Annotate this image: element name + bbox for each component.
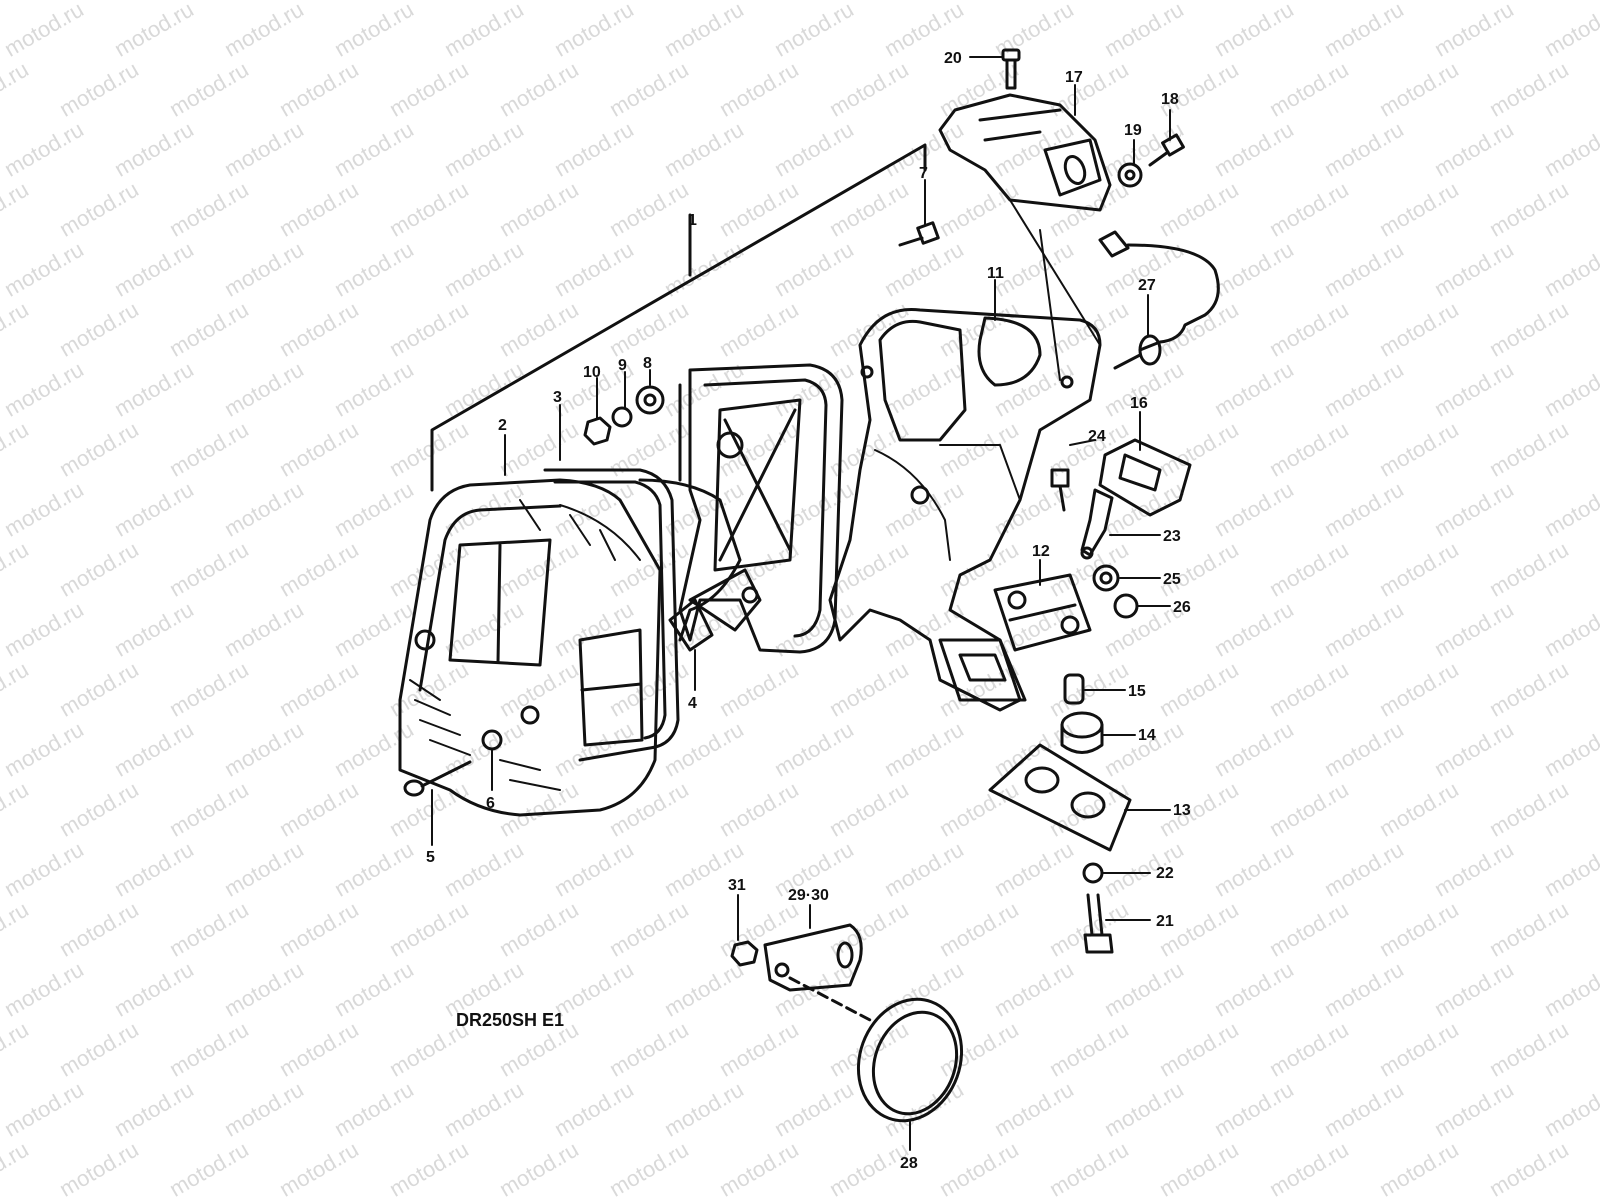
callout-24: 24 (1088, 428, 1106, 445)
nut-10 (583, 416, 612, 446)
leader-lines (431, 56, 1171, 1151)
callout-15: 15 (1128, 683, 1146, 700)
terminal-23 (1080, 488, 1114, 560)
bolt-18 (1148, 133, 1185, 167)
callout-6: 6 (486, 795, 495, 812)
callout-4: 4 (688, 695, 697, 712)
callout-31: 31 (728, 877, 746, 894)
washer-9 (611, 406, 633, 428)
reflector-leader (788, 976, 872, 1022)
wire-harness (1098, 230, 1220, 370)
callout-13: 13 (1173, 802, 1191, 819)
washer-22 (1082, 862, 1104, 884)
callout-17: 17 (1065, 69, 1083, 86)
nut-31 (730, 940, 759, 967)
callout-20: 20 (944, 50, 962, 67)
callout-7: 7 (919, 165, 928, 182)
tail-lamp-lens (398, 478, 662, 817)
bolt-7 (898, 221, 940, 247)
callout-1: 1 (688, 212, 697, 229)
callout-9: 9 (618, 357, 627, 374)
callout-2: 2 (498, 417, 507, 434)
assembly-1-bracket (430, 143, 927, 492)
callout-5: 5 (426, 849, 435, 866)
callout-28: 28 (900, 1155, 918, 1172)
nut-26 (1113, 593, 1139, 619)
callout-25: 25 (1163, 571, 1181, 588)
washer-19 (1117, 162, 1143, 188)
wire-clamp (993, 573, 1092, 652)
screw-20 (1001, 48, 1021, 90)
spacer-15 (1063, 673, 1085, 705)
nut-25 (1092, 564, 1120, 592)
cover-16 (1098, 438, 1192, 517)
washer-6 (481, 729, 503, 751)
washer-8 (635, 385, 665, 415)
bolt-21 (1083, 893, 1114, 954)
callout-19: 19 (1124, 122, 1142, 139)
callout-11: 11 (987, 265, 1004, 282)
callout-26: 26 (1173, 599, 1191, 616)
callout-22: 22 (1156, 865, 1174, 882)
callout-10: 10 (583, 364, 601, 381)
reflector-bracket (763, 923, 863, 992)
callout-14: 14 (1138, 727, 1156, 744)
callout-18: 18 (1161, 91, 1179, 108)
cushion-14 (1060, 711, 1104, 754)
tail-lamp-bracket (828, 307, 1102, 712)
callout-8: 8 (643, 355, 652, 372)
bolt-24 (1050, 468, 1070, 512)
callout-29-30: 29·30 (788, 887, 829, 904)
callout-3: 3 (553, 389, 562, 406)
callout-12: 12 (1032, 543, 1050, 560)
screw-5 (403, 760, 472, 797)
lens-gasket (543, 468, 680, 762)
upper-bracket (938, 93, 1112, 212)
callout-16: 16 (1130, 395, 1148, 412)
callout-27: 27 (1138, 277, 1156, 294)
reflector-28 (856, 997, 964, 1123)
plate-13 (988, 743, 1132, 852)
lamp-case (638, 363, 844, 654)
model-code: DR250SH E1 (456, 1010, 564, 1030)
callout-23: 23 (1163, 528, 1181, 545)
callout-21: 21 (1156, 913, 1174, 930)
